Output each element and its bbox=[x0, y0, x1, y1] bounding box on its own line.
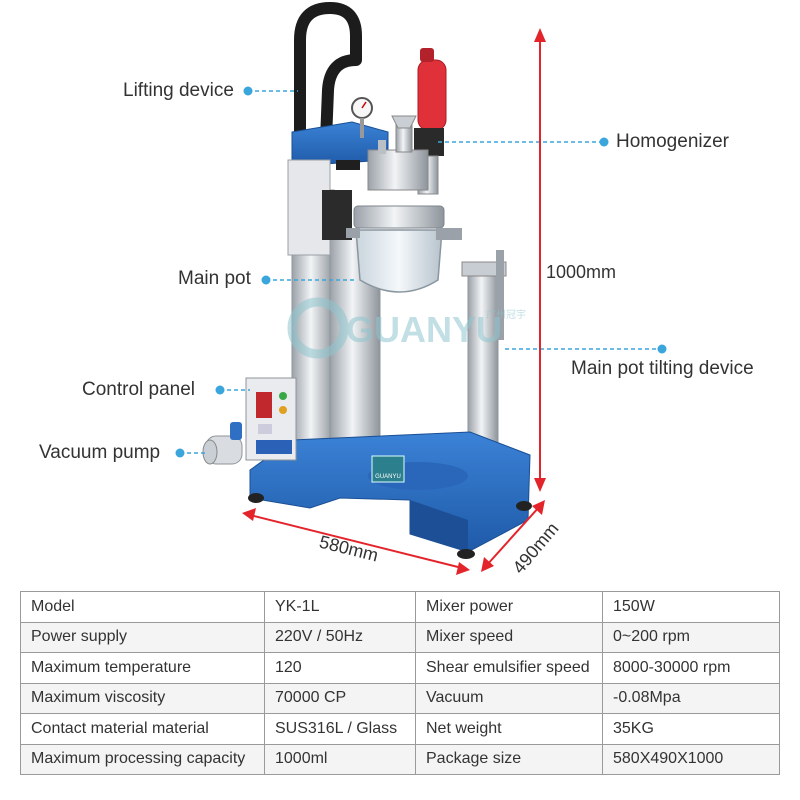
table-row: Model YK-1L Mixer power 150W bbox=[20, 591, 780, 623]
base-logo-plate bbox=[371, 455, 405, 483]
table-row: Maximum processing capacity 1000ml Packa… bbox=[20, 743, 780, 775]
spec-label: Shear emulsifier speed bbox=[415, 652, 603, 684]
spec-value: YK-1L bbox=[264, 591, 416, 623]
spec-label: Contact material material bbox=[20, 713, 265, 745]
table-row: Power supply 220V / 50Hz Mixer speed 0~2… bbox=[20, 621, 780, 653]
main-pot-label: Main pot bbox=[178, 268, 251, 289]
lifting-device-label: Lifting device bbox=[123, 80, 234, 101]
vacuum-pump-label: Vacuum pump bbox=[39, 442, 161, 463]
cable-chain bbox=[294, 2, 362, 141]
spec-label: Model bbox=[20, 591, 265, 623]
callout-dot bbox=[175, 448, 185, 458]
spec-value: 0~200 rpm bbox=[602, 621, 780, 653]
width-arrow bbox=[249, 514, 463, 569]
spec-label: Net weight bbox=[415, 713, 603, 745]
spec-value: 70000 CP bbox=[264, 682, 416, 714]
table-row: Contact material material SUS316L / Glas… bbox=[20, 713, 780, 745]
pot-lid bbox=[353, 205, 445, 229]
homogenizer-motor bbox=[417, 59, 447, 131]
control-panel-label: Control panel bbox=[82, 379, 196, 400]
callout-dot bbox=[261, 275, 271, 285]
spec-label: Maximum temperature bbox=[20, 652, 265, 684]
watermark-cn-text: 广州冠宇 bbox=[486, 308, 526, 321]
spec-value: 120 bbox=[264, 652, 416, 684]
control-screen bbox=[256, 392, 272, 418]
spec-label: Mixer power bbox=[415, 591, 603, 623]
callout-dot bbox=[657, 344, 667, 354]
spec-value: 35KG bbox=[602, 713, 780, 745]
depth-arrow bbox=[485, 505, 541, 567]
spec-label: Package size bbox=[415, 743, 603, 775]
callout-dot bbox=[599, 137, 609, 147]
spec-label: Maximum processing capacity bbox=[20, 743, 265, 775]
table-row: Maximum temperature 120 Shear emulsifier… bbox=[20, 652, 780, 684]
callout-dot bbox=[215, 385, 225, 395]
spec-label: Power supply bbox=[20, 621, 265, 653]
main-pot-tilting-device-label: Main pot tilting device bbox=[571, 358, 754, 379]
spec-value: SUS316L / Glass bbox=[264, 713, 416, 745]
height-dimension-label: 1000mm bbox=[546, 262, 616, 282]
spec-value: 1000ml bbox=[264, 743, 416, 775]
spec-value: 220V / 50Hz bbox=[264, 621, 416, 653]
homogenizer-label: Homogenizer bbox=[616, 131, 729, 152]
vacuum-pump bbox=[202, 422, 243, 465]
callout-dot bbox=[243, 86, 253, 96]
base-logo-text: GUANYU bbox=[375, 474, 401, 480]
watermark: GUANYU 广州冠宇 bbox=[287, 297, 526, 359]
width-dimension-label: 580mm bbox=[317, 532, 380, 566]
depth-dimension-label: 490mm bbox=[509, 519, 563, 578]
watermark-text: GUANYU bbox=[346, 309, 502, 350]
table-row: Maximum viscosity 70000 CP Vacuum -0.08M… bbox=[20, 682, 780, 714]
spec-value: 150W bbox=[602, 591, 780, 623]
machine-illustration: GUANYU GUANYU 广州冠宇 bbox=[175, 2, 667, 578]
spec-value: 580X490X1000 bbox=[602, 743, 780, 775]
spec-label: Vacuum bbox=[415, 682, 603, 714]
main-pot bbox=[355, 229, 443, 293]
spec-value: 8000-30000 rpm bbox=[602, 652, 780, 684]
spec-value: -0.08Mpa bbox=[602, 682, 780, 714]
spec-label: Maximum viscosity bbox=[20, 682, 265, 714]
spec-table: Model YK-1L Mixer power 150W Power suppl… bbox=[20, 591, 780, 775]
spec-label: Mixer speed bbox=[415, 621, 603, 653]
